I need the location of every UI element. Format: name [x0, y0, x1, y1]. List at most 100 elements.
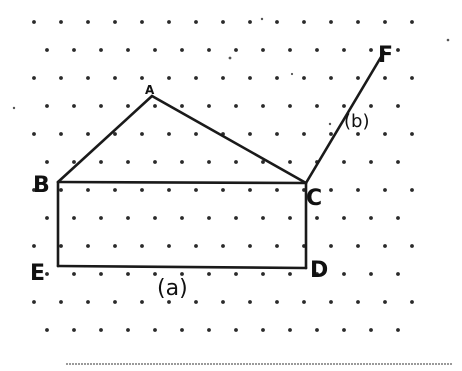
grid-dot — [99, 160, 103, 164]
speck — [446, 38, 450, 42]
grid-dot — [32, 76, 36, 80]
grid-dot — [315, 216, 319, 220]
grid-dot — [126, 328, 130, 332]
grid-dot — [140, 188, 144, 192]
grid-dot — [153, 272, 157, 276]
grid-dot — [86, 188, 90, 192]
grid-dot — [315, 272, 319, 276]
grid-dot — [396, 216, 400, 220]
grid-dot — [113, 188, 117, 192]
grid-dot — [140, 300, 144, 304]
grid-dot — [329, 188, 333, 192]
grid-dot — [369, 48, 373, 52]
grid-dot — [59, 76, 63, 80]
grid-dot — [126, 48, 130, 52]
grid-dot — [315, 104, 319, 108]
grid-dot — [342, 328, 346, 332]
label-figure-a: (a) — [157, 276, 188, 301]
grid-dot — [342, 216, 346, 220]
grid-dot — [207, 160, 211, 164]
grid-dot — [153, 216, 157, 220]
grid-dot — [86, 300, 90, 304]
grid-dot — [32, 244, 36, 248]
grid-dot — [234, 48, 238, 52]
grid-dot — [261, 328, 265, 332]
grid-dot — [59, 244, 63, 248]
grid-dot — [180, 48, 184, 52]
grid-dot — [315, 328, 319, 332]
label-point-b: B — [33, 173, 50, 198]
grid-dot — [72, 328, 76, 332]
grid-dot — [248, 20, 252, 24]
grid-dot — [221, 188, 225, 192]
grid-dot — [369, 272, 373, 276]
grid-dot — [167, 244, 171, 248]
grid-dot — [45, 48, 49, 52]
grid-dot — [248, 76, 252, 80]
figure-b — [304, 50, 386, 185]
grid-dot — [140, 244, 144, 248]
grid-dot — [99, 272, 103, 276]
grid-dot — [180, 328, 184, 332]
grid-dot — [275, 300, 279, 304]
grid-dot — [383, 76, 387, 80]
grid-dot — [275, 132, 279, 136]
grid-dot — [329, 300, 333, 304]
figure-a — [56, 94, 308, 270]
grid-dot — [72, 160, 76, 164]
grid-dot — [153, 48, 157, 52]
grid-dot — [369, 160, 373, 164]
speck — [290, 72, 294, 76]
grid-dot — [248, 300, 252, 304]
grid-dot — [234, 104, 238, 108]
grid-dot — [153, 160, 157, 164]
grid-dot — [59, 132, 63, 136]
grid-dot — [275, 20, 279, 24]
grid-dot — [99, 328, 103, 332]
grid-dot — [275, 76, 279, 80]
grid-dot — [288, 328, 292, 332]
grid-dot — [248, 188, 252, 192]
grid-dot — [288, 272, 292, 276]
grid-dot — [194, 76, 198, 80]
grid-dot — [86, 20, 90, 24]
grid-dot — [288, 104, 292, 108]
grid-dot — [59, 20, 63, 24]
grid-dot — [329, 244, 333, 248]
grid-dot — [369, 216, 373, 220]
grid-dot — [302, 76, 306, 80]
grid-dot — [207, 328, 211, 332]
grid-dot — [329, 132, 333, 136]
grid-dot — [99, 216, 103, 220]
grid-dot — [410, 132, 414, 136]
grid-dot — [396, 272, 400, 276]
grid-dot — [288, 216, 292, 220]
grid-dot — [410, 300, 414, 304]
grid-dot — [167, 20, 171, 24]
grid-dot — [140, 132, 144, 136]
grid-dot — [126, 160, 130, 164]
grid-dot — [221, 244, 225, 248]
grid-dot — [167, 76, 171, 80]
label-point-d: D — [310, 258, 328, 283]
grid-dot — [194, 244, 198, 248]
grid-dot — [261, 104, 265, 108]
grid-dot — [45, 160, 49, 164]
grid-dot — [167, 300, 171, 304]
grid-dot — [383, 300, 387, 304]
grid-dot — [126, 104, 130, 108]
grid-dot — [194, 132, 198, 136]
grid-dot — [99, 104, 103, 108]
grid-dot — [369, 104, 373, 108]
grid-dot — [261, 272, 265, 276]
grid-dot — [207, 272, 211, 276]
grid-dot — [221, 300, 225, 304]
grid-dot — [45, 104, 49, 108]
grid-dot — [45, 272, 49, 276]
grid-dot — [32, 300, 36, 304]
grid-dot — [72, 272, 76, 276]
edge-AB — [56, 94, 154, 184]
grid-dot — [207, 216, 211, 220]
grid-dot — [194, 300, 198, 304]
